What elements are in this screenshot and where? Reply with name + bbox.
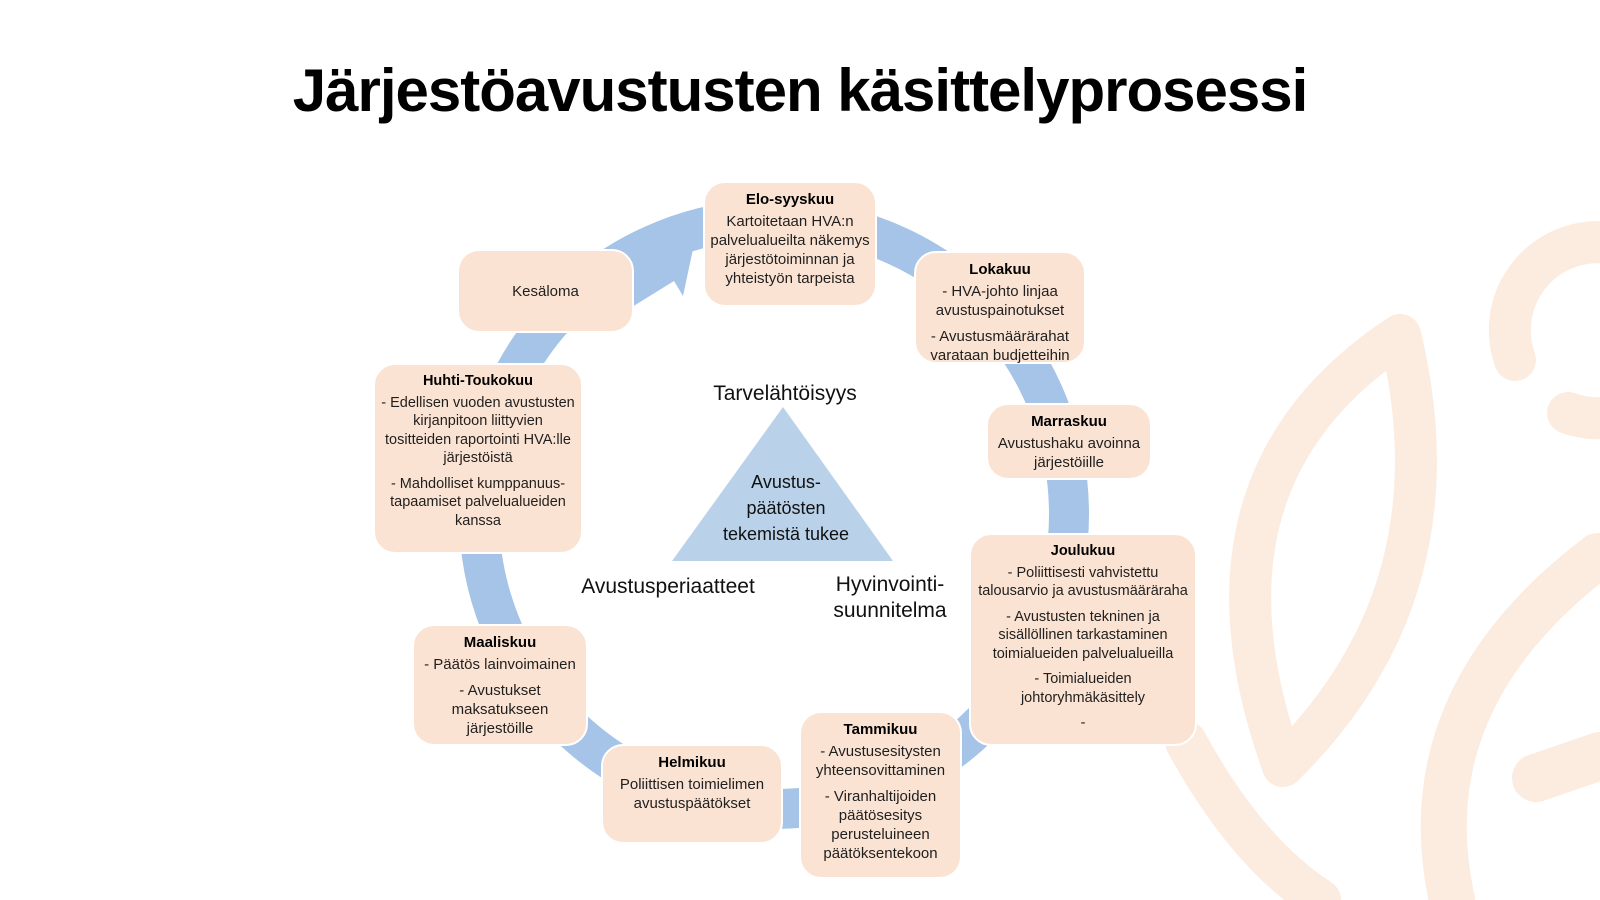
cycle-box-item: - HVA-johto linjaa avustuspainotukset	[935, 283, 1065, 319]
cycle-box-maaliskuu: Maaliskuu - Päätös lainvoimainen - Avustuk…	[412, 624, 588, 746]
cycle-box-month: Helmikuu	[658, 754, 726, 771]
cycle-box-item: - Avustusmäärärahat varataan budjetteihi…	[930, 328, 1070, 364]
cycle-box-item: Avustushaku avoinna järjestöiille	[997, 435, 1141, 471]
cycle-box-item: - Edellisen vuoden avustusten kirjanpito…	[381, 394, 575, 467]
cycle-box-item: - Viranhaltijoiden päätösesitys perustel…	[823, 788, 938, 862]
decor-stem-arc	[1165, 721, 1341, 900]
cycle-box-kesäloma: Kesäloma	[457, 249, 634, 333]
cycle-box-month: Marraskuu	[1031, 413, 1107, 430]
cycle-box-item: - Toimialueiden johtoryhmäkäsittely	[1020, 671, 1146, 706]
cycle-box-item: - Päätös lainvoimainen	[424, 656, 576, 673]
decor-leaf-left-edge	[1229, 314, 1421, 787]
decor-leaf-right-edge	[1262, 314, 1437, 787]
cycle-box-item: - Avustusesitysten yhteensovittaminen	[815, 743, 946, 779]
cycle-box-month: Kesäloma	[512, 282, 579, 300]
cycle-box-item: -	[1080, 715, 1086, 731]
cycle-box-month: Joulukuu	[1050, 543, 1116, 559]
decor-petal-stroke	[1512, 732, 1600, 802]
triangle-label-right: Hyvinvointi- suunnitelma	[833, 573, 947, 622]
cycle-box-tammikuu: Tammikuu - Avustusesitysten yhteensovitta…	[799, 711, 962, 879]
support-triangle	[672, 407, 893, 561]
cycle-box-lokakuu: Lokakuu - HVA-johto linjaa avustuspainotu…	[914, 251, 1086, 364]
cycle-box-month: Tammikuu	[843, 721, 918, 738]
page-title: Järjestöavustusten käsittelyprosessi	[292, 57, 1309, 124]
cycle-box-item: - Poliittisesti vahvistettu talousarvio …	[978, 564, 1188, 600]
cycle-box-item: - Avustukset maksatukseen järjestöille	[451, 682, 549, 737]
cycle-box-item: - Avustusten tekninen ja sisällöllinen t…	[992, 608, 1174, 662]
cycle-box-item: Kartoitetaan HVA:n palvelualueilta näkem…	[710, 213, 870, 287]
triangle-label-top: Tarvelähtöisyys	[713, 382, 857, 405]
cycle-box-month: Huhti-Toukokuu	[422, 373, 534, 389]
cycle-box-item: - Mahdolliset kumppanuus-tapaamiset palv…	[390, 475, 566, 529]
decor-ring	[1488, 221, 1600, 440]
cycle-box-item: Poliittisen toimielimen avustuspäätökset	[619, 776, 765, 812]
decor-right-arc	[1420, 533, 1600, 900]
cycle-box-huhti-toukokuu: Huhti-Toukokuu - Edellisen vuoden avustus…	[373, 363, 583, 554]
cycle-box-month: Maaliskuu	[463, 634, 537, 651]
cycle-box-month: Elo-syyskuu	[745, 191, 835, 208]
cycle-box-joulukuu: Joulukuu - Poliittisesti vahvistettu talo…	[969, 533, 1197, 746]
cycle-box-month: Lokakuu	[969, 261, 1031, 278]
triangle-label-left: Avustusperiaatteet	[581, 575, 755, 598]
triangle-center-text: Avustus- päätösten tekemistä tukee	[722, 472, 850, 544]
